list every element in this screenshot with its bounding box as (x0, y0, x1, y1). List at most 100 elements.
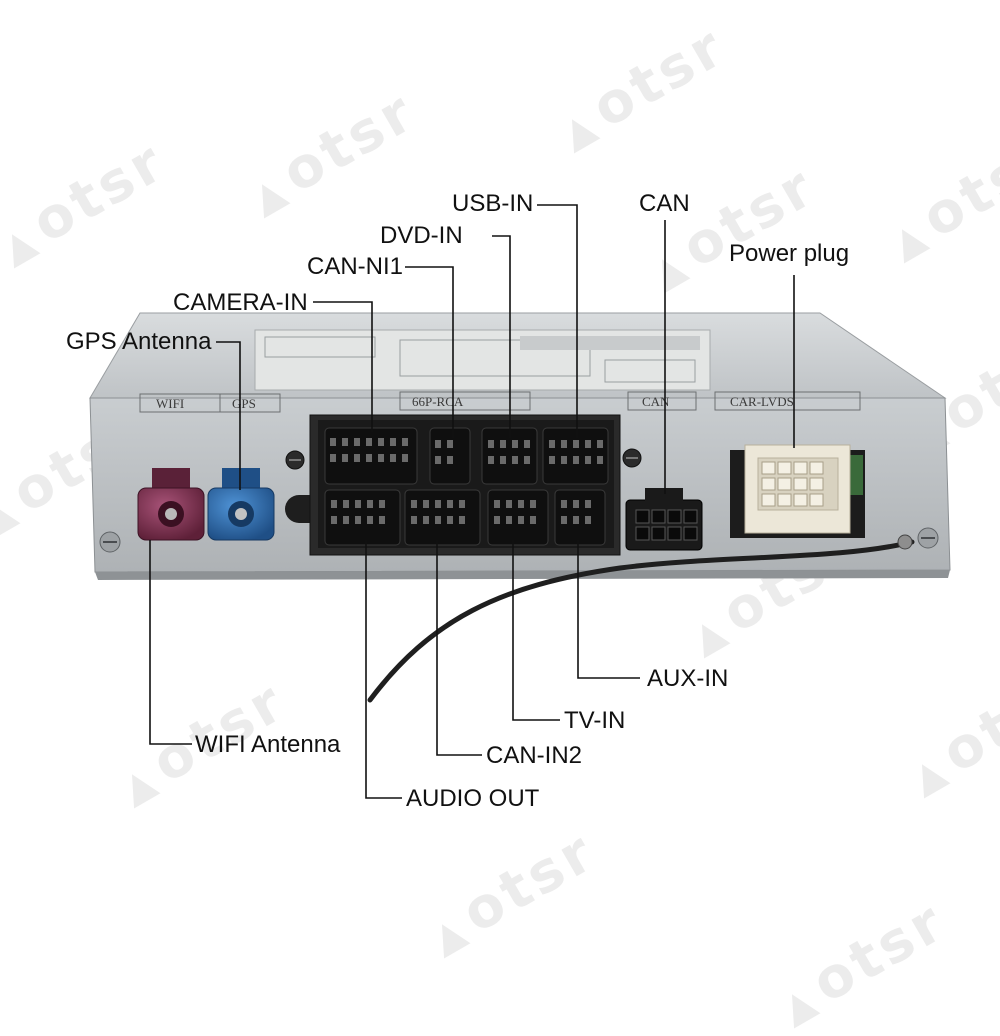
connector-pin (330, 438, 336, 446)
connector-pin (573, 440, 579, 448)
connector-pin (500, 440, 506, 448)
connector-pin (512, 456, 518, 464)
screw-icon (622, 448, 642, 468)
connector-pin (561, 500, 567, 508)
connector-pin (355, 500, 361, 508)
connector-pin (585, 440, 591, 448)
power-plug (730, 444, 865, 538)
ground-wire (367, 539, 915, 703)
connector-pin (411, 500, 417, 508)
gps-port-label: GPS (232, 396, 256, 411)
connector-pin (518, 516, 524, 524)
rca-port-panel (309, 414, 621, 556)
can-callout: CAN (639, 190, 690, 217)
can-in2-callout: CAN-IN2 (486, 742, 583, 769)
connector-pin (488, 440, 494, 448)
connector-pin (494, 500, 500, 508)
connector-pin (379, 500, 385, 508)
connector-pin (366, 438, 372, 446)
connector-pin (354, 454, 360, 462)
wifi-connector (137, 468, 205, 541)
connector-pin (597, 440, 603, 448)
connector-pin (512, 440, 518, 448)
connector-pin (524, 440, 530, 448)
audio-out-callout: AUDIO OUT (406, 785, 540, 812)
connector-pin (423, 500, 429, 508)
connector-pin (378, 454, 384, 462)
can-port (625, 488, 703, 551)
connector-pin (330, 454, 336, 462)
connector-pin (494, 516, 500, 524)
connector-pin (411, 516, 417, 524)
can-port-label: CAN (642, 394, 670, 409)
connector-pin (597, 456, 603, 464)
wifi-port-label: WIFI (156, 396, 184, 411)
screw-icon (917, 527, 939, 549)
connector-pin (343, 516, 349, 524)
connector-pin (506, 516, 512, 524)
connector-pin (343, 500, 349, 508)
connector-pin (390, 454, 396, 462)
connector-pin (435, 500, 441, 508)
connector-pin (423, 516, 429, 524)
connector-pin (488, 456, 494, 464)
gps-connector (207, 468, 275, 541)
connector-pin (530, 500, 536, 508)
connector-pin (435, 456, 441, 464)
connector-pin (366, 454, 372, 462)
wifi-antenna-callout: WIFI Antenna (195, 731, 341, 758)
connector-pin (573, 456, 579, 464)
connector-pin (435, 516, 441, 524)
camera-in-callout: CAMERA-IN (173, 289, 308, 316)
aux-in-callout: AUX-IN (647, 665, 729, 692)
connector-pin (518, 500, 524, 508)
connector-pin (585, 500, 591, 508)
connector-pin (402, 438, 408, 446)
tv-in-callout: TV-IN (564, 707, 626, 734)
connector-pin (573, 500, 579, 508)
connector-pin (530, 516, 536, 524)
dvd-in-callout: DVD-IN (380, 222, 463, 249)
connector-pin (585, 456, 591, 464)
screw-icon (285, 450, 305, 470)
connector-pin (331, 516, 337, 524)
can-ni1-callout: CAN-NI1 (307, 253, 404, 280)
connector-pin (549, 456, 555, 464)
gps-antenna-callout: GPS Antenna (66, 328, 212, 355)
connector-pin (573, 516, 579, 524)
connector-pin (561, 516, 567, 524)
lvds-port-label: CAR-LVDS (730, 394, 794, 409)
connector-pin (447, 500, 453, 508)
connector-pin (402, 454, 408, 462)
connector-pin (561, 440, 567, 448)
connector-pin (378, 438, 384, 446)
connector-pin (367, 516, 373, 524)
connector-pin (342, 454, 348, 462)
connector-pin (500, 456, 506, 464)
usb-in-callout: USB-IN (452, 190, 534, 217)
device-illustration: WIFI GPS 66P-RCA CAN CAR-LVDS (89, 204, 951, 799)
power-plug-callout: Power plug (729, 240, 850, 267)
connector-pin (447, 440, 453, 448)
connector-pin (459, 516, 465, 524)
connector-pin (390, 438, 396, 446)
screw-icon (99, 531, 121, 553)
connector-pin (447, 516, 453, 524)
connector-pin (561, 456, 567, 464)
connector-pin (354, 438, 360, 446)
connector-pin (435, 440, 441, 448)
connector-pin (331, 500, 337, 508)
connector-pin (342, 438, 348, 446)
connector-pin (585, 516, 591, 524)
connector-pin (459, 500, 465, 508)
connector-pin (367, 500, 373, 508)
connector-pin (506, 500, 512, 508)
front-labels: WIFI GPS 66P-RCA CAN CAR-LVDS (139, 391, 861, 413)
connector-pin (447, 456, 453, 464)
connector-pin (355, 516, 361, 524)
callout-lines (149, 204, 795, 799)
rca-port-label: 66P-RCA (412, 394, 464, 409)
connector-pin (549, 440, 555, 448)
connector-pin (524, 456, 530, 464)
connector-pin (379, 516, 385, 524)
